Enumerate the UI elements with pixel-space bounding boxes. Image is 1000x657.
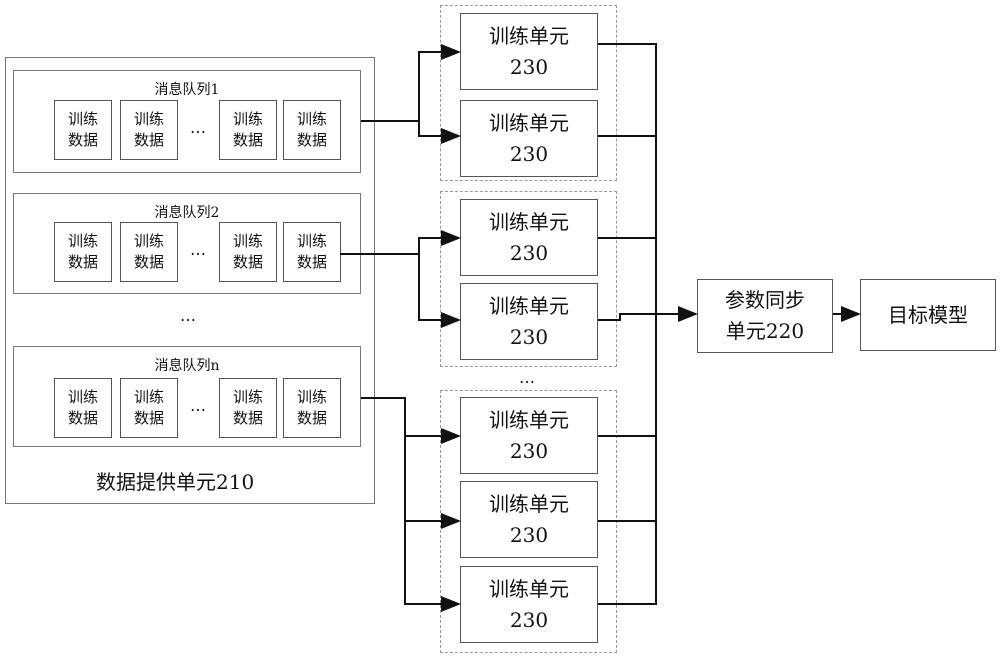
connector-q1 <box>361 44 461 122</box>
target-model-box: 目标模型 <box>860 279 996 351</box>
unit-line: 230 <box>509 438 549 463</box>
unit-group-1 <box>440 5 617 181</box>
cell-line: 训练 <box>296 388 327 406</box>
connector-qn <box>361 397 461 444</box>
unit-bus <box>598 43 657 605</box>
cell-line: 数据 <box>296 409 327 427</box>
unit-line: 训练单元 <box>489 576 569 601</box>
unit-group-2 <box>440 191 617 367</box>
sync-line: 参数同步 <box>725 288 805 312</box>
training-data-cell: 训练 数据 <box>120 222 178 282</box>
training-data-cell: 训练 数据 <box>219 222 277 282</box>
unit-line: 训练单元 <box>489 209 569 234</box>
cell-line: 数据 <box>232 131 263 149</box>
training-unit: 训练单元 230 <box>460 397 598 474</box>
message-queue-2: 消息队列2 <box>13 193 361 294</box>
data-provider-label: 数据提供单元210 <box>96 470 255 494</box>
unit-line: 230 <box>509 522 549 547</box>
training-data-cell: 训练 数据 <box>219 100 277 160</box>
training-unit: 训练单元 230 <box>460 566 598 643</box>
unit-line: 230 <box>509 607 549 632</box>
queue-title: 消息队列n <box>154 358 220 374</box>
training-unit: 训练单元 230 <box>460 283 598 360</box>
row-ellipsis: … <box>190 396 207 415</box>
cell-line: 训练 <box>296 110 327 128</box>
cell-line: 训练 <box>232 388 263 406</box>
unit-line: 训练单元 <box>489 491 569 516</box>
unit-line: 230 <box>509 240 549 265</box>
row-ellipsis: … <box>190 240 207 259</box>
cell-line: 数据 <box>133 131 164 149</box>
connector-q1b <box>418 121 461 144</box>
cell-line: 训练 <box>67 388 98 406</box>
unit-line: 训练单元 <box>489 23 569 48</box>
message-queue-1: 消息队列1 <box>13 70 361 173</box>
connector-q2b <box>418 254 461 328</box>
param-sync-unit: 参数同步 单元220 <box>697 279 833 353</box>
cell-line: 训练 <box>232 232 263 250</box>
queue-title: 消息队列2 <box>154 205 220 221</box>
cell-line: 训练 <box>133 232 164 250</box>
training-data-cell: 训练 数据 <box>120 378 178 438</box>
cell-line: 数据 <box>296 131 327 149</box>
training-data-cell: 训练 数据 <box>54 100 112 160</box>
cell-line: 数据 <box>133 409 164 427</box>
row-ellipsis: … <box>190 118 207 137</box>
cell-line: 数据 <box>133 253 164 271</box>
training-data-cell: 训练 数据 <box>219 378 277 438</box>
message-queue-n: 消息队列n <box>13 346 361 447</box>
cell-line: 数据 <box>232 409 263 427</box>
training-data-cell: 训练 数据 <box>283 378 341 438</box>
cell-line: 训练 <box>133 388 164 406</box>
unit-line: 230 <box>509 141 549 166</box>
cell-line: 训练 <box>67 110 98 128</box>
training-unit: 训练单元 230 <box>460 100 598 177</box>
cell-line: 数据 <box>67 409 98 427</box>
cell-line: 数据 <box>67 131 98 149</box>
training-data-cell: 训练 数据 <box>283 222 341 282</box>
connector-qnc <box>404 521 461 612</box>
unit-link <box>598 313 656 321</box>
queue-ellipsis: … <box>180 306 197 325</box>
target-model-label: 目标模型 <box>888 302 968 327</box>
training-data-cell: 训练 数据 <box>54 222 112 282</box>
unit-line: 训练单元 <box>489 407 569 432</box>
queue-title: 消息队列1 <box>154 82 220 98</box>
training-data-cell: 训练 数据 <box>54 378 112 438</box>
unit-group-ellipsis: … <box>519 368 536 387</box>
cell-line: 数据 <box>296 253 327 271</box>
unit-line: 230 <box>509 324 549 349</box>
training-data-cell: 训练 数据 <box>120 100 178 160</box>
sync-line: 单元220 <box>725 319 805 343</box>
cell-line: 数据 <box>232 253 263 271</box>
cell-line: 训练 <box>67 232 98 250</box>
training-data-cell: 训练 数据 <box>283 100 341 160</box>
unit-line: 230 <box>509 54 549 79</box>
connector-q2 <box>340 230 461 255</box>
unit-line: 训练单元 <box>489 293 569 318</box>
unit-line: 训练单元 <box>489 110 569 135</box>
cell-line: 训练 <box>296 232 327 250</box>
cell-line: 数据 <box>67 253 98 271</box>
connector-qnb <box>404 436 461 529</box>
cell-line: 训练 <box>133 110 164 128</box>
cell-line: 训练 <box>232 110 263 128</box>
